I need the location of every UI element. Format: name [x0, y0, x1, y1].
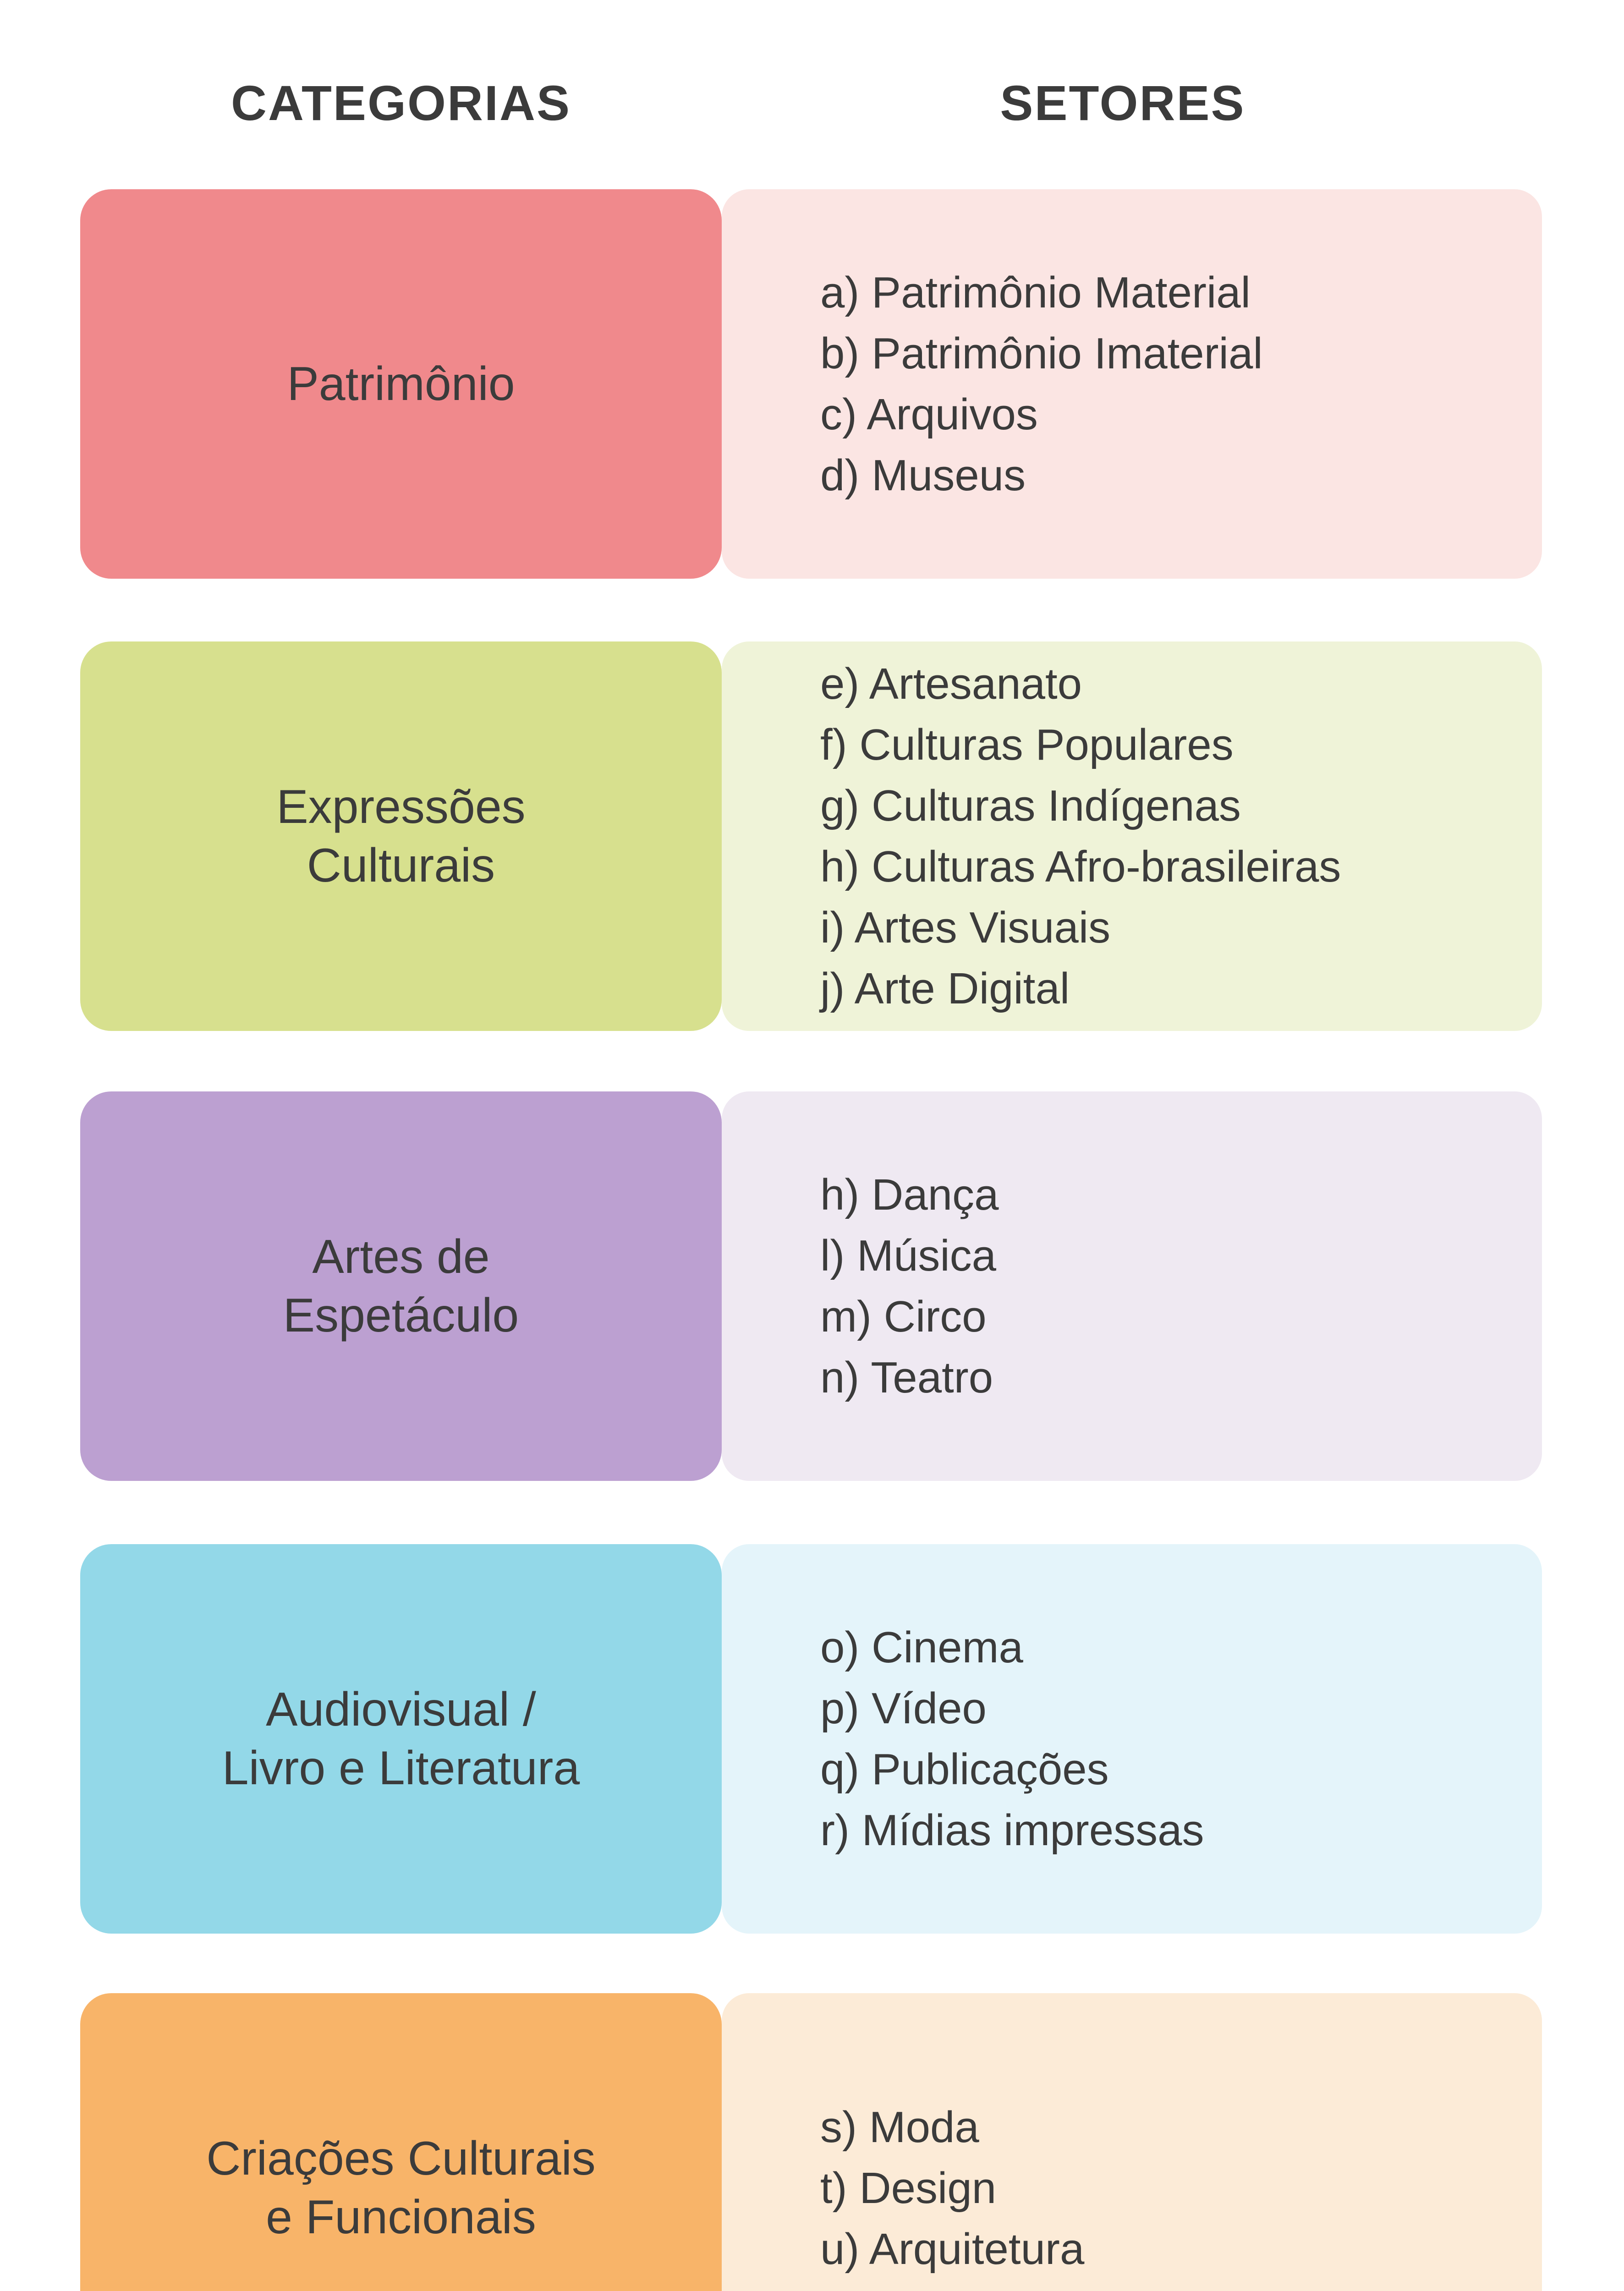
- sector-panel: [722, 189, 1542, 579]
- sector-panel: [722, 1993, 1542, 2291]
- sector-item: c) Arquivos: [820, 390, 1038, 439]
- category-label: Patrimônio: [287, 357, 515, 411]
- category-label: Audiovisual / Livro e Literatura: [222, 1683, 580, 1795]
- sector-item: t) Design: [820, 2163, 997, 2213]
- category-card[interactable]: Patrimônio: [80, 189, 722, 579]
- sector-panel: [722, 1544, 1542, 1934]
- category-row: Patrimônio a) Patrimônio Material b) Patri…: [0, 189, 1624, 579]
- sector-list: h) Dança l) Música m) Circo n) Teatro: [820, 1091, 999, 1481]
- sector-item: h) Culturas Afro-brasileiras: [820, 842, 1341, 891]
- category-card[interactable]: Expressões Culturais: [80, 641, 722, 1031]
- category-card[interactable]: Artes de Espetáculo: [80, 1091, 722, 1481]
- column-header-categorias: CATEGORIAS: [230, 75, 571, 131]
- sector-item: g) Culturas Indígenas: [820, 781, 1241, 830]
- sector-item: n) Teatro: [820, 1353, 993, 1402]
- sector-item: p) Vídeo: [820, 1684, 987, 1733]
- column-headers: CATEGORIAS SETORES: [0, 73, 1624, 137]
- category-card[interactable]: Audiovisual / Livro e Literatura: [80, 1544, 722, 1934]
- sector-panel: [722, 1091, 1542, 1481]
- sector-item: r) Mídias impressas: [820, 1806, 1204, 1855]
- category-row: Expressões Culturais e) Artesanato f) Cult…: [0, 641, 1624, 1031]
- column-header-setores: SETORES: [1000, 75, 1245, 131]
- sector-list: o) Cinema p) Vídeo q) Publicações r) Mídias…: [820, 1544, 1204, 1934]
- sector-list: s) Moda t) Design u) Arquitetura: [820, 1993, 1084, 2291]
- sector-item: e) Artesanato: [820, 659, 1082, 708]
- sector-item: u) Arquitetura: [820, 2224, 1085, 2274]
- sector-list: e) Artesanato f) Culturas Populares g) Cul…: [820, 641, 1341, 1031]
- category-label: Artes de Espetáculo: [283, 1230, 519, 1342]
- sector-item: d) Museus: [820, 451, 1026, 500]
- category-row: Artes de Espetáculo h) Dança l) Música m) C…: [0, 1091, 1624, 1481]
- sector-item: h) Dança: [820, 1170, 999, 1219]
- category-row: Criações Culturais e Funcionais s) Moda t)…: [0, 1993, 1624, 2291]
- sector-panel: [722, 641, 1542, 1031]
- category-label: Criações Culturais e Funcionais: [206, 2132, 596, 2244]
- category-label: Expressões Culturais: [276, 780, 526, 892]
- sector-item: o) Cinema: [820, 1623, 1023, 1672]
- sector-item: q) Publicações: [820, 1745, 1109, 1794]
- sector-item: l) Música: [820, 1231, 997, 1280]
- sector-item: s) Moda: [820, 2102, 979, 2152]
- sector-item: m) Circo: [820, 1292, 987, 1341]
- sector-item: i) Artes Visuais: [820, 903, 1111, 952]
- sector-item: j) Arte Digital: [820, 964, 1070, 1013]
- category-row: Audiovisual / Livro e Literatura o) Cinem…: [0, 1544, 1624, 1934]
- sector-item: f) Culturas Populares: [820, 720, 1234, 769]
- sector-item: a) Patrimônio Material: [820, 268, 1251, 317]
- sector-item: b) Patrimônio Imaterial: [820, 329, 1263, 378]
- sector-list: a) Patrimônio Material b) Patrimônio Imat…: [820, 189, 1263, 579]
- category-card[interactable]: Criações Culturais e Funcionais: [80, 1993, 722, 2291]
